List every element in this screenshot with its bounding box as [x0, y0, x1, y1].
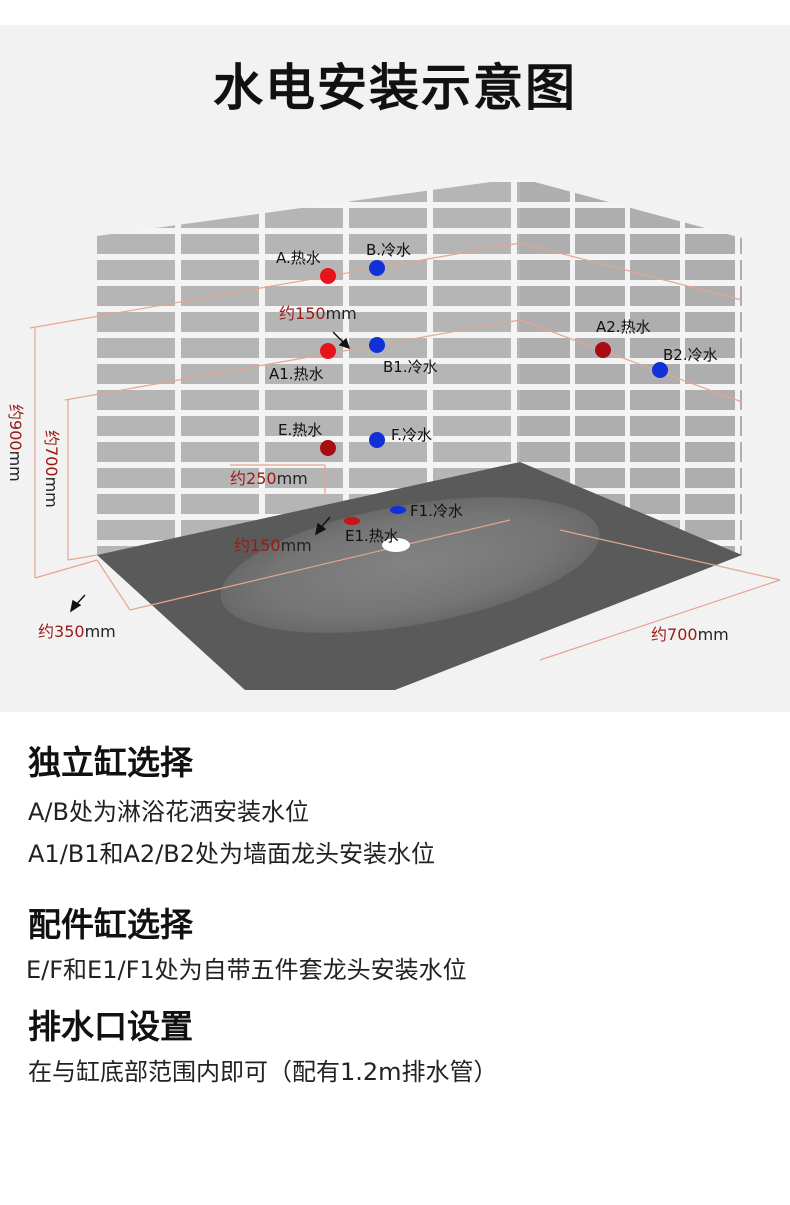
label-e1: E1.热水	[345, 527, 399, 545]
section-heading: 独立缸选择	[28, 743, 193, 782]
label-b: B.冷水	[366, 241, 411, 259]
dim-label-350: 约350mm	[38, 622, 116, 641]
installation-diagram: A.热水 B.冷水 A1.热水 B1.冷水 A2.热水 B2.冷水 E.热水 F…	[6, 178, 781, 690]
cold-water-point-b	[369, 260, 385, 276]
section-drain: 排水口设置 在与缸底部范围内即可（配有1.2m排水管）	[28, 1007, 768, 1093]
section-heading: 配件缸选择	[28, 905, 193, 944]
hot-water-point-e1	[344, 517, 360, 525]
section-line: 在与缸底部范围内即可（配有1.2m排水管）	[28, 1058, 498, 1086]
label-f1: F1.冷水	[410, 502, 463, 520]
section-line: A/B处为淋浴花洒安装水位	[28, 798, 309, 826]
diagram-area: A.热水 B.冷水 A1.热水 B1.冷水 A2.热水 B2.冷水 E.热水 F…	[0, 25, 790, 712]
label-a2: A2.热水	[596, 318, 651, 336]
cold-water-point-f	[369, 432, 385, 448]
hot-water-point-a1	[320, 343, 336, 359]
section-accessory: 配件缸选择 E/F和E1/F1处为自带五件套龙头安装水位	[26, 905, 768, 991]
arrow-icon	[69, 594, 86, 613]
cold-water-point-b1	[369, 337, 385, 353]
dim-label-700-height: 约700mm	[42, 430, 61, 508]
back-wall	[97, 178, 520, 555]
section-standalone: 独立缸选择 A/B处为淋浴花洒安装水位 A1/B1和A2/B2处为墙面龙头安装水…	[28, 743, 768, 875]
guide-lines	[29, 242, 781, 661]
dim-label-700-floor: 约700mm	[651, 625, 729, 644]
hot-water-point-a2	[595, 342, 611, 358]
dim-label-250: 约250mm	[230, 469, 308, 488]
label-a: A.热水	[276, 249, 321, 267]
cold-water-point-b2	[652, 362, 668, 378]
drain-outlet	[382, 538, 410, 552]
floor-light	[220, 497, 600, 633]
section-heading: 排水口设置	[28, 1007, 193, 1046]
label-f: F.冷水	[391, 426, 432, 444]
arrow-icon	[315, 516, 331, 536]
section-line: E/F和E1/F1处为自带五件套龙头安装水位	[26, 956, 467, 984]
hot-water-point-e	[320, 440, 336, 456]
dim-label-150-wall: 约150mm	[279, 304, 357, 323]
dim-label-900-height: 约900mm	[6, 404, 25, 482]
label-b2: B2.冷水	[663, 346, 718, 364]
section-line: A1/B1和A2/B2处为墙面龙头安装水位	[28, 840, 436, 868]
label-a1: A1.热水	[269, 365, 324, 383]
hot-water-point-a	[320, 268, 336, 284]
label-b1: B1.冷水	[383, 358, 438, 376]
page-title: 水电安装示意图	[213, 59, 577, 117]
side-wall	[520, 178, 742, 555]
cold-water-point-f1	[390, 506, 406, 514]
arrow-icon	[332, 331, 351, 350]
label-e: E.热水	[278, 421, 322, 439]
dim-label-150-floor: 约150mm	[234, 536, 312, 555]
